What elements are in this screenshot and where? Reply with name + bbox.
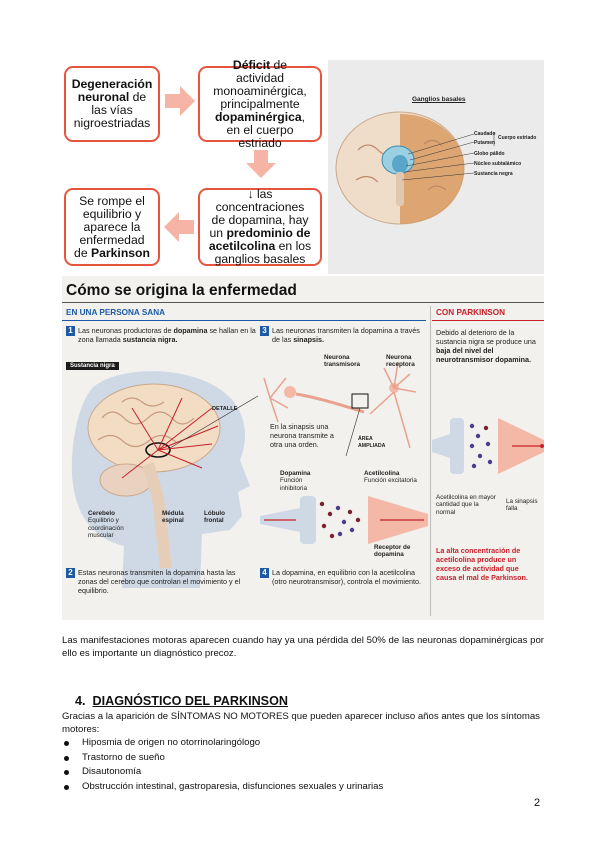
header-persona-sana: EN UNA PERSONA SANA xyxy=(66,308,166,317)
bullet-icon xyxy=(64,755,69,761)
header-con-parkinson: CON PARKINSON xyxy=(436,308,505,317)
parkinson-synapse-illustration xyxy=(432,418,544,474)
arrow-down-icon xyxy=(246,150,276,178)
head-brain-illustration xyxy=(71,371,259,588)
parkinson-conclusion: La alta concentración de acetilcolina pr… xyxy=(436,546,528,582)
neuron-synapse-illustration xyxy=(263,361,417,457)
flow-box-deficit: Déficit de actividad monoaminérgica, pri… xyxy=(198,58,322,149)
label-putamen: Putamen xyxy=(474,140,496,146)
paragraph-manifestaciones: Las manifestaciones motoras aparecen cua… xyxy=(62,635,544,659)
list-item: Trastorno de sueño xyxy=(60,751,383,766)
intro-text: Gracias a la aparición de SÍNTOMAS NO MO… xyxy=(62,711,540,735)
infographic: Cómo se origina la enfermedad EN UNA PER… xyxy=(62,276,544,620)
label-nucleo-subtalamico: Núcleo subtalámico xyxy=(474,161,522,167)
symptom-list: Hiposmia de origen no otorrinolaringólog… xyxy=(60,736,383,794)
label-caudado: Caudado xyxy=(474,131,496,137)
flow-box-parkinson: Se rompe el equilibrio y aparece la enfe… xyxy=(64,188,160,266)
arrow-right-icon xyxy=(165,86,195,116)
section-heading: 4. DIAGNÓSTICO DEL PARKINSON xyxy=(75,694,288,708)
arrow-left-icon xyxy=(164,212,194,242)
detalle-label: DETALLE xyxy=(212,406,238,412)
sinapsis-text: En la sinapsis una neurona transmite a o… xyxy=(270,422,334,449)
area-ampliada-label: ÁREA AMPLIADA xyxy=(358,436,386,450)
list-item: Disautonomía xyxy=(60,765,383,780)
label-lobulo: Lóbulo frontal xyxy=(204,510,225,525)
label-receptor-dopamina: Receptor de dopamina xyxy=(374,544,411,559)
step-1-text: Las neuronas productoras de dopamina se … xyxy=(78,326,256,344)
parkinson-text: Debido al deterioro de la sustancia nigr… xyxy=(436,328,536,364)
step-2-number: 2 xyxy=(66,568,75,578)
list-item: Obstrucción intestinal, gastroparesia, d… xyxy=(60,780,383,795)
flow-box-acetilcolina: ↓ las concentraciones de dopamina, hay u… xyxy=(198,188,322,266)
bullet-icon xyxy=(64,741,69,746)
page-number: 2 xyxy=(534,797,541,809)
step-2-text: Estas neuronas transmiten la dopamina ha… xyxy=(78,568,241,595)
label-sinapsis-falla: La sinapsis falla xyxy=(506,498,538,513)
list-item: Hiposmia de origen no otorrinolaringólog… xyxy=(60,736,383,751)
step-3-number: 3 xyxy=(260,326,269,336)
label-sustancia-negra: Sustancia negra xyxy=(474,171,513,177)
label-acetilcolina-mayor: Acetilcolina en mayor cantidad que la no… xyxy=(436,494,496,516)
synapse-detail-illustration xyxy=(260,496,428,544)
ganglios-diagram: Ganglios basales Caudado Putamen Cuerpo … xyxy=(328,60,544,274)
step-4-number: 4 xyxy=(260,568,269,578)
step-4-text: La dopamina, en equilibrio con la acetil… xyxy=(272,568,421,586)
label-neurona-transmisora: Neurona transmisora xyxy=(324,354,361,369)
sustancia-nigra-tag: Sustancia nigra xyxy=(66,362,119,370)
brain-cross-section-icon xyxy=(335,111,495,225)
step-1-number: 1 xyxy=(66,326,75,336)
ganglios-title: Ganglios basales xyxy=(412,96,466,103)
label-neurona-receptora: Neurona receptora xyxy=(386,354,415,369)
label-cuerpo-estriado: Cuerpo estriado xyxy=(498,135,537,141)
bullet-icon xyxy=(64,770,69,776)
infographic-title: Cómo se origina la enfermedad xyxy=(66,282,297,299)
label-globo-palido: Globo pálido xyxy=(474,151,505,157)
step-3-text: Las neuronas transmiten la dopamina a tr… xyxy=(272,326,420,344)
bullet-icon xyxy=(64,784,69,790)
label-medula: Médula espinal xyxy=(162,510,184,525)
